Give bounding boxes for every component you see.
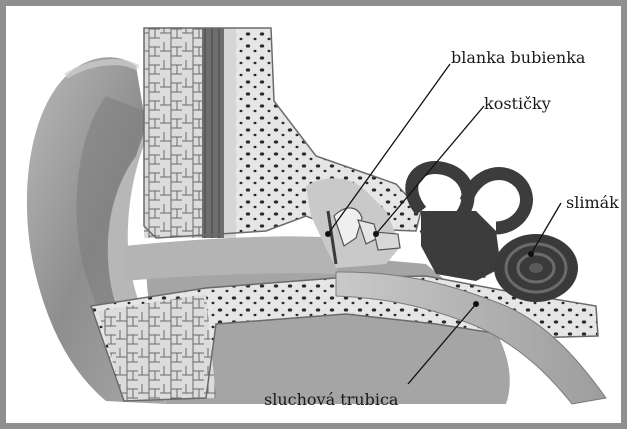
- label-eustachian-tube: sluchová trubica: [264, 390, 398, 409]
- label-eardrum: blanka bubienka: [451, 48, 585, 67]
- ear-model-illustration: [6, 6, 627, 435]
- pointer-dot-cochlea: [528, 251, 534, 257]
- pointer-dot-eustachian-tube: [473, 301, 479, 307]
- pointer-dot-ossicles: [373, 231, 379, 237]
- label-cochlea: slimák: [566, 193, 619, 212]
- pointer-dot-eardrum: [325, 231, 331, 237]
- cochlea: [494, 234, 578, 302]
- label-ossicles: kostičky: [484, 94, 551, 113]
